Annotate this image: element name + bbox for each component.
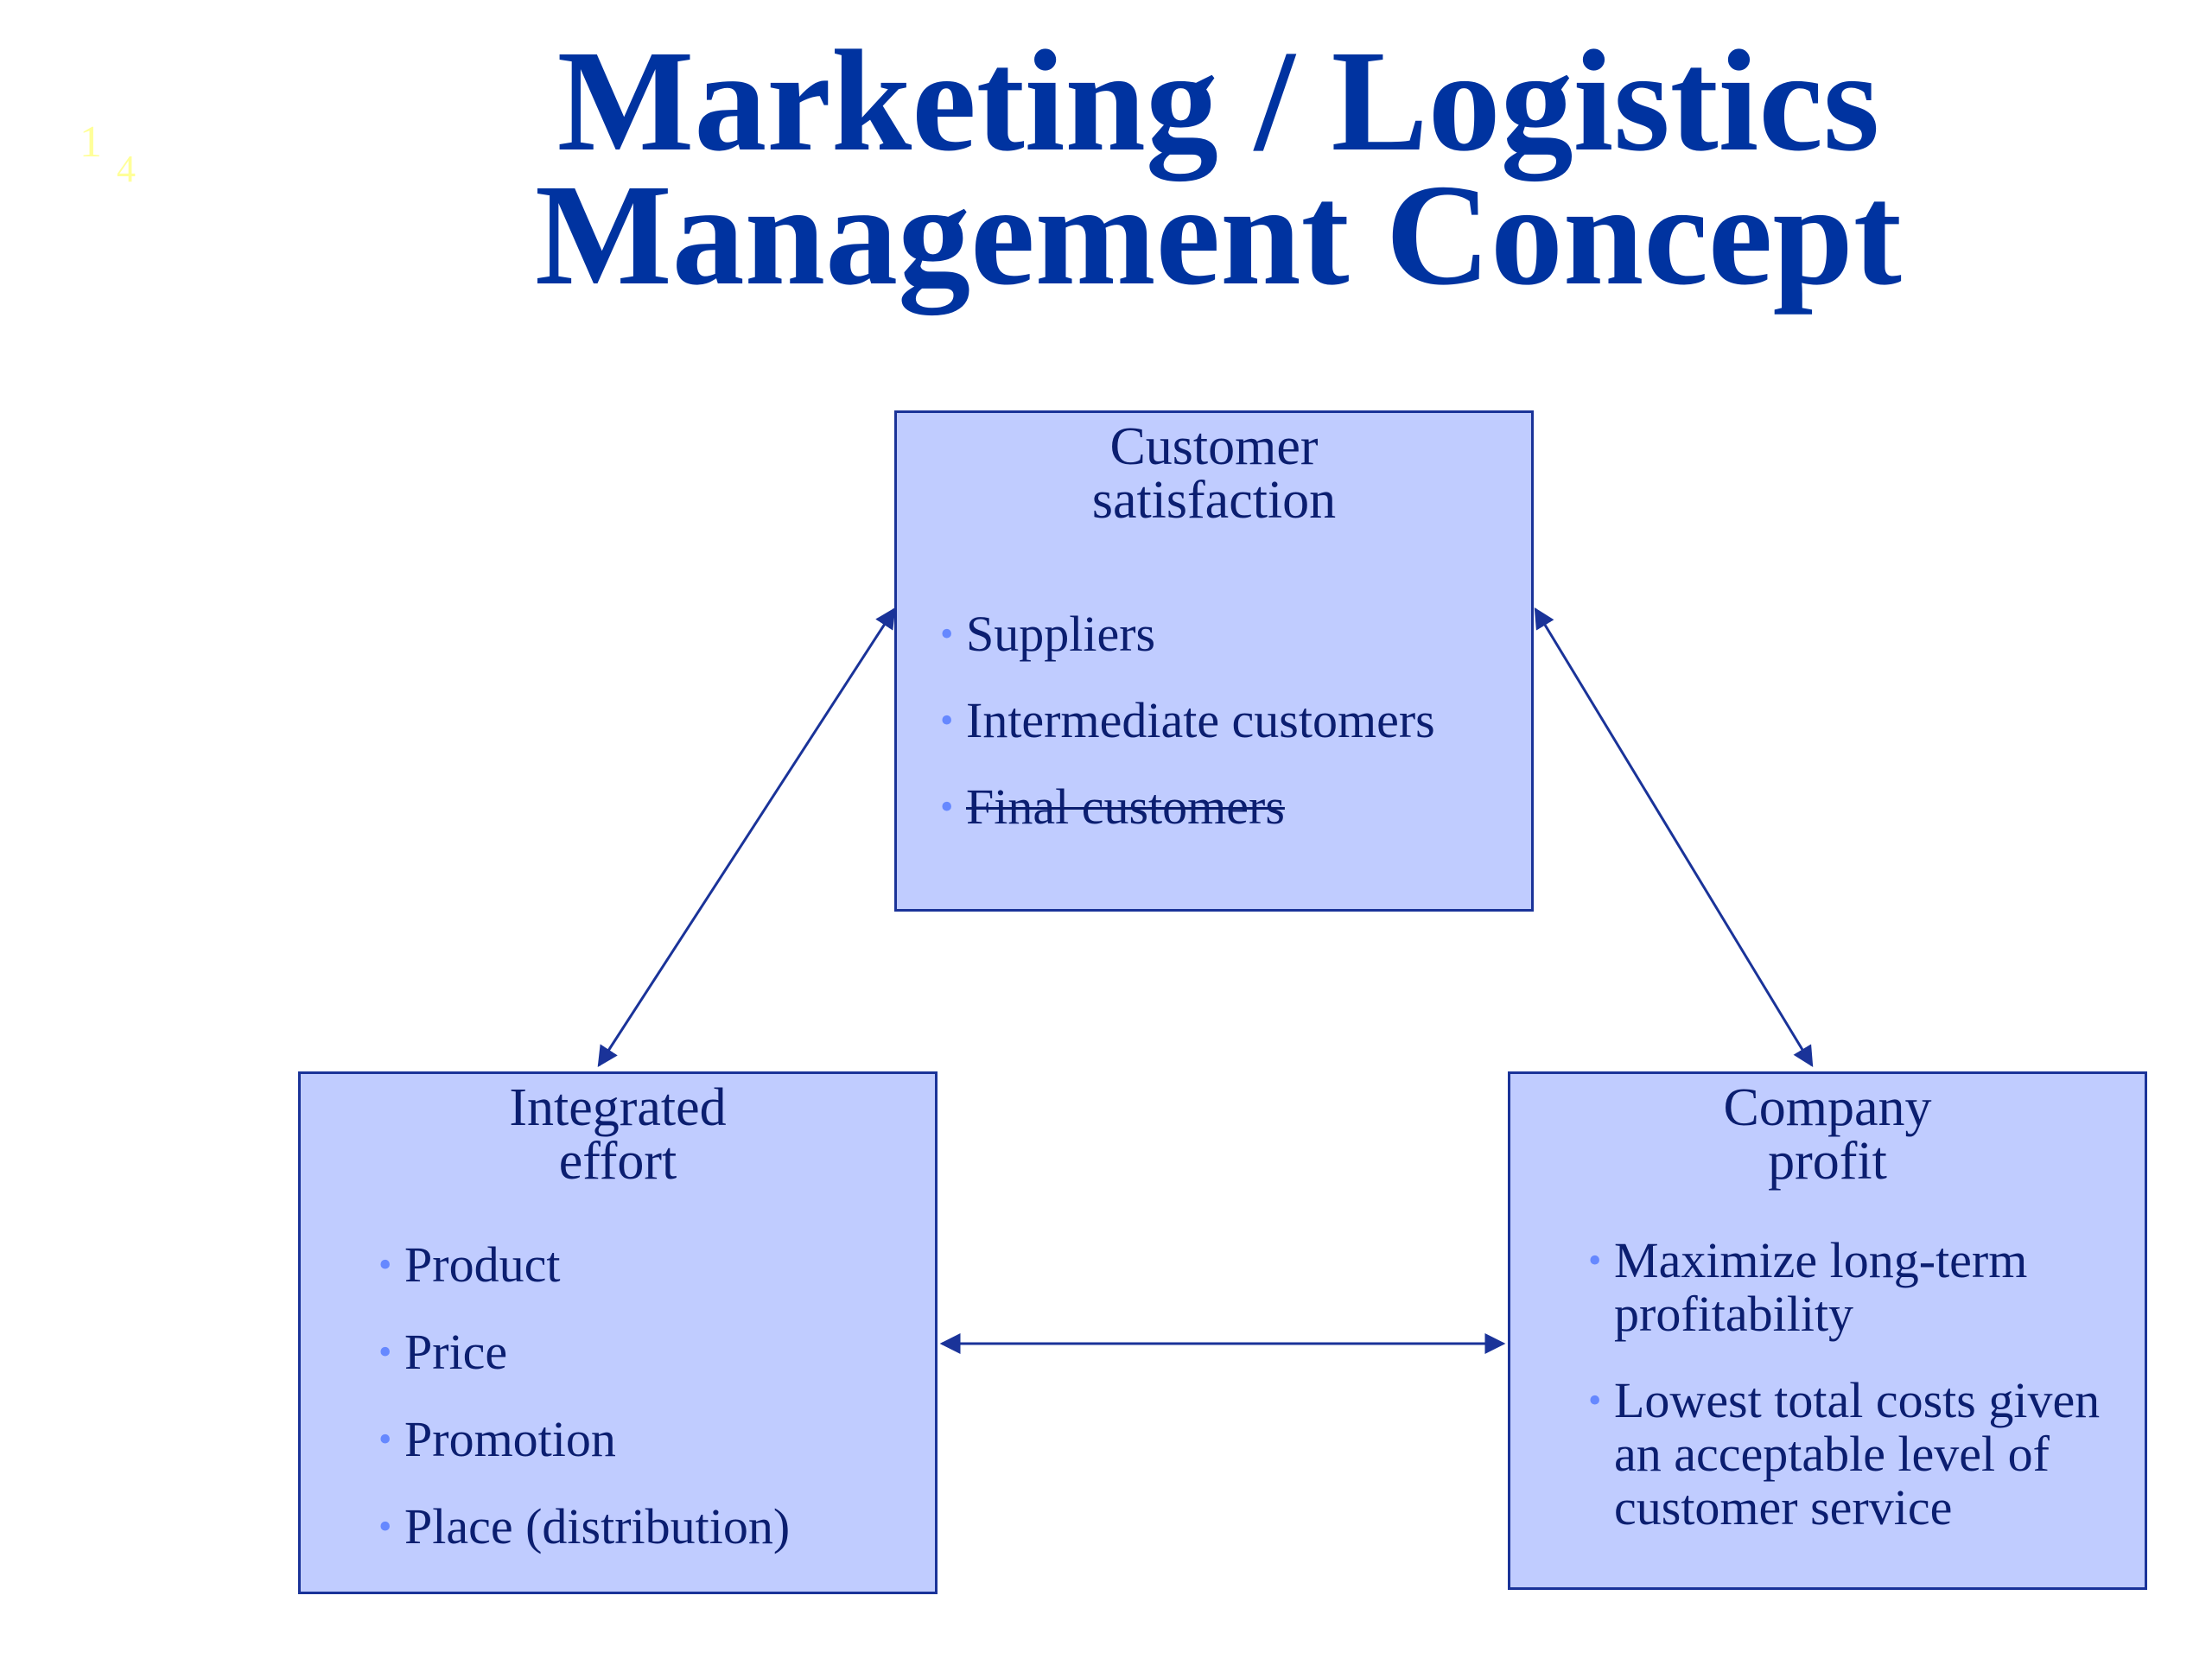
slide-mark-a: 1 bbox=[79, 118, 102, 167]
customer-satisfaction-heading: Customer satisfaction bbox=[897, 420, 1531, 527]
integrated-effort-box: Integrated effort Product Price Promotio… bbox=[298, 1071, 938, 1594]
customer-list: Suppliers Intermediate customers Final c… bbox=[940, 607, 1476, 867]
marketing-mix-list: Product Price Promotion Place (distribut… bbox=[378, 1238, 914, 1587]
heading-line-1: Customer bbox=[1109, 417, 1319, 476]
list-item: Product bbox=[378, 1238, 914, 1293]
heading-line-1: Integrated bbox=[509, 1078, 727, 1137]
heading-line-2: satisfaction bbox=[1091, 471, 1337, 530]
page-title: Marketing / Logistics Management Concept bbox=[0, 21, 2212, 315]
heading-line-1: Company bbox=[1723, 1078, 1932, 1137]
list-item: Intermediate customers bbox=[940, 694, 1476, 748]
company-profit-heading: Company profit bbox=[1510, 1081, 2145, 1188]
list-item: Lowest total costs given an acceptable l… bbox=[1588, 1374, 2141, 1535]
company-profit-box: Company profit Maximize long-term profit… bbox=[1508, 1071, 2147, 1590]
list-item: Suppliers bbox=[940, 607, 1476, 662]
heading-line-2: effort bbox=[558, 1132, 677, 1191]
title-line-2: Management Concept bbox=[535, 155, 1902, 315]
slide-mark-b: 4 bbox=[117, 148, 136, 190]
list-item: Maximize long-term profitability bbox=[1588, 1234, 2141, 1341]
arrow-satisfaction-profit bbox=[1534, 607, 1814, 1068]
arrow-satisfaction-effort bbox=[597, 607, 896, 1068]
integrated-effort-heading: Integrated effort bbox=[301, 1081, 935, 1188]
title-line-1: Marketing / Logistics bbox=[556, 21, 1880, 181]
list-item: Price bbox=[378, 1325, 914, 1380]
list-item: Promotion bbox=[378, 1413, 914, 1467]
list-item: Place (distribution) bbox=[378, 1500, 914, 1554]
customer-satisfaction-box: Customer satisfaction Suppliers Intermed… bbox=[894, 410, 1534, 912]
list-item: Final customers bbox=[940, 780, 1476, 835]
heading-line-2: profit bbox=[1768, 1132, 1887, 1191]
profit-list: Maximize long-term profitability Lowest … bbox=[1588, 1234, 2141, 1567]
